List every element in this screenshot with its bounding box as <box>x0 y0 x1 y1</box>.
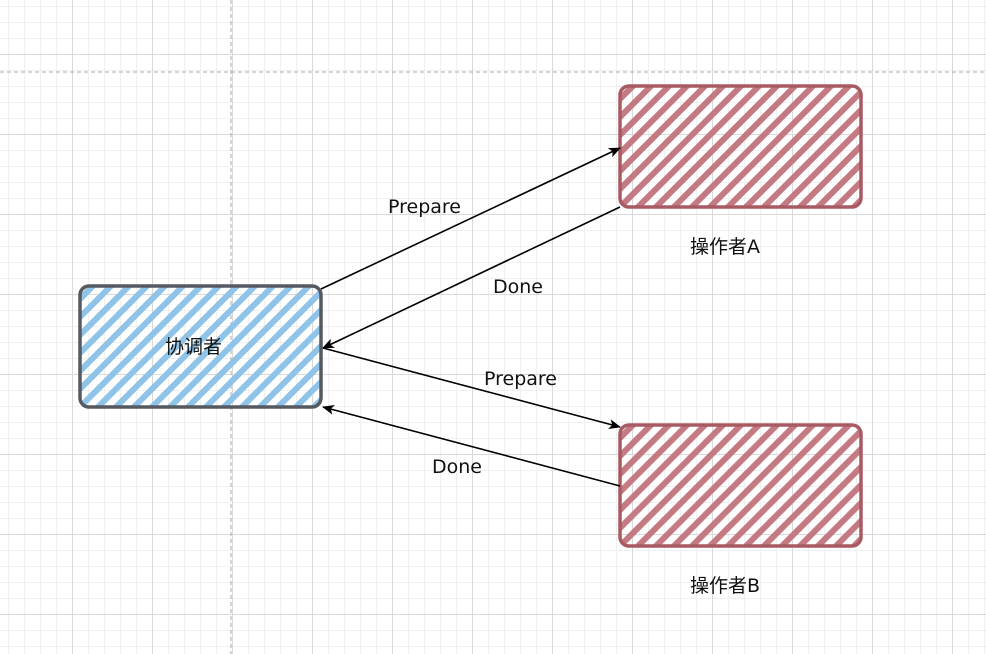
hatch-stroke <box>288 286 321 407</box>
hatch-stroke <box>234 286 321 407</box>
operator-a-node[interactable] <box>489 81 986 212</box>
hatch-stroke <box>666 425 803 546</box>
hatch-stroke <box>80 286 155 407</box>
hatch-stroke <box>620 425 677 546</box>
hatch-stroke <box>620 425 749 546</box>
hatch-stroke <box>198 286 321 407</box>
operator-a-label: 操作者A <box>690 236 760 258</box>
operator-b-label: 操作者B <box>690 575 761 597</box>
hatch-stroke <box>828 86 861 207</box>
hatch-stroke <box>774 86 861 207</box>
hatch-stroke <box>867 81 986 212</box>
coordinator-node[interactable] <box>0 281 458 412</box>
edge-label-prepare-b: Prepare <box>484 368 557 390</box>
hatch-stroke <box>216 286 321 407</box>
edge-label-done-b: Done <box>432 456 482 478</box>
hatch-stroke <box>90 286 227 407</box>
hatch-stroke <box>810 425 861 546</box>
hatch-stroke <box>620 86 659 207</box>
hatch-stroke <box>756 86 861 207</box>
hatch-stroke <box>738 86 861 207</box>
hatch-stroke <box>80 286 209 407</box>
hatch-stroke <box>620 86 623 207</box>
hatch-stroke <box>162 286 299 407</box>
hatch-stroke <box>666 86 803 207</box>
operator-a-hatch-fill <box>620 81 986 212</box>
edge-prepare-a[interactable] <box>320 147 621 290</box>
hatch-stroke <box>684 86 821 207</box>
hatch-stroke <box>648 425 785 546</box>
coordinator-hatch-fill <box>80 281 458 412</box>
hatch-stroke <box>620 425 623 546</box>
hatch-stroke <box>846 425 861 546</box>
hatch-stroke <box>126 286 263 407</box>
hatch-stroke <box>620 425 659 546</box>
hatch-stroke <box>620 86 749 207</box>
hatch-stroke <box>327 281 458 412</box>
hatch-stroke <box>180 286 317 407</box>
edge-prepare-b[interactable] <box>322 347 621 430</box>
hatch-stroke <box>620 86 677 207</box>
hatch-stroke <box>846 86 861 207</box>
edge-label-done-a: Done <box>493 276 543 298</box>
operator-b-node[interactable] <box>489 420 986 551</box>
hatch-stroke <box>80 286 119 407</box>
hatch-stroke <box>80 286 83 407</box>
hatch-stroke <box>684 425 821 546</box>
hatch-stroke <box>738 425 861 546</box>
hatch-stroke <box>80 286 137 407</box>
edge-done-b[interactable] <box>322 404 621 487</box>
hatch-stroke <box>630 86 767 207</box>
hatch-stroke <box>80 286 191 407</box>
edge-done-a[interactable] <box>322 206 621 349</box>
operator-a-node-border <box>618 84 863 209</box>
operator-b-hatch-fill <box>620 420 986 551</box>
edge-label-prepare-a: Prepare <box>388 196 461 218</box>
hatch-stroke <box>620 425 695 546</box>
hatch-stroke <box>702 425 839 546</box>
hatch-stroke <box>630 425 767 546</box>
hatch-stroke <box>648 86 785 207</box>
hatch-stroke <box>620 425 731 546</box>
hatch-stroke <box>720 425 857 546</box>
hatch-stroke <box>867 420 986 551</box>
hatch-stroke <box>720 86 857 207</box>
coordinator-label: 协调者 <box>165 336 223 358</box>
hatch-stroke <box>620 425 713 546</box>
hatch-stroke <box>108 286 245 407</box>
hatch-stroke <box>270 286 321 407</box>
hatch-stroke <box>80 286 173 407</box>
hatch-stroke <box>306 286 321 407</box>
hatch-stroke <box>828 425 861 546</box>
hatch-stroke <box>774 425 861 546</box>
hatch-stroke <box>620 86 713 207</box>
hatch-stroke <box>810 86 861 207</box>
hatch-stroke <box>756 425 861 546</box>
hatch-stroke <box>144 286 281 407</box>
hatch-stroke <box>620 86 695 207</box>
hatch-stroke <box>702 86 839 207</box>
hatch-stroke <box>620 86 731 207</box>
coordinator-node-border <box>78 284 323 409</box>
